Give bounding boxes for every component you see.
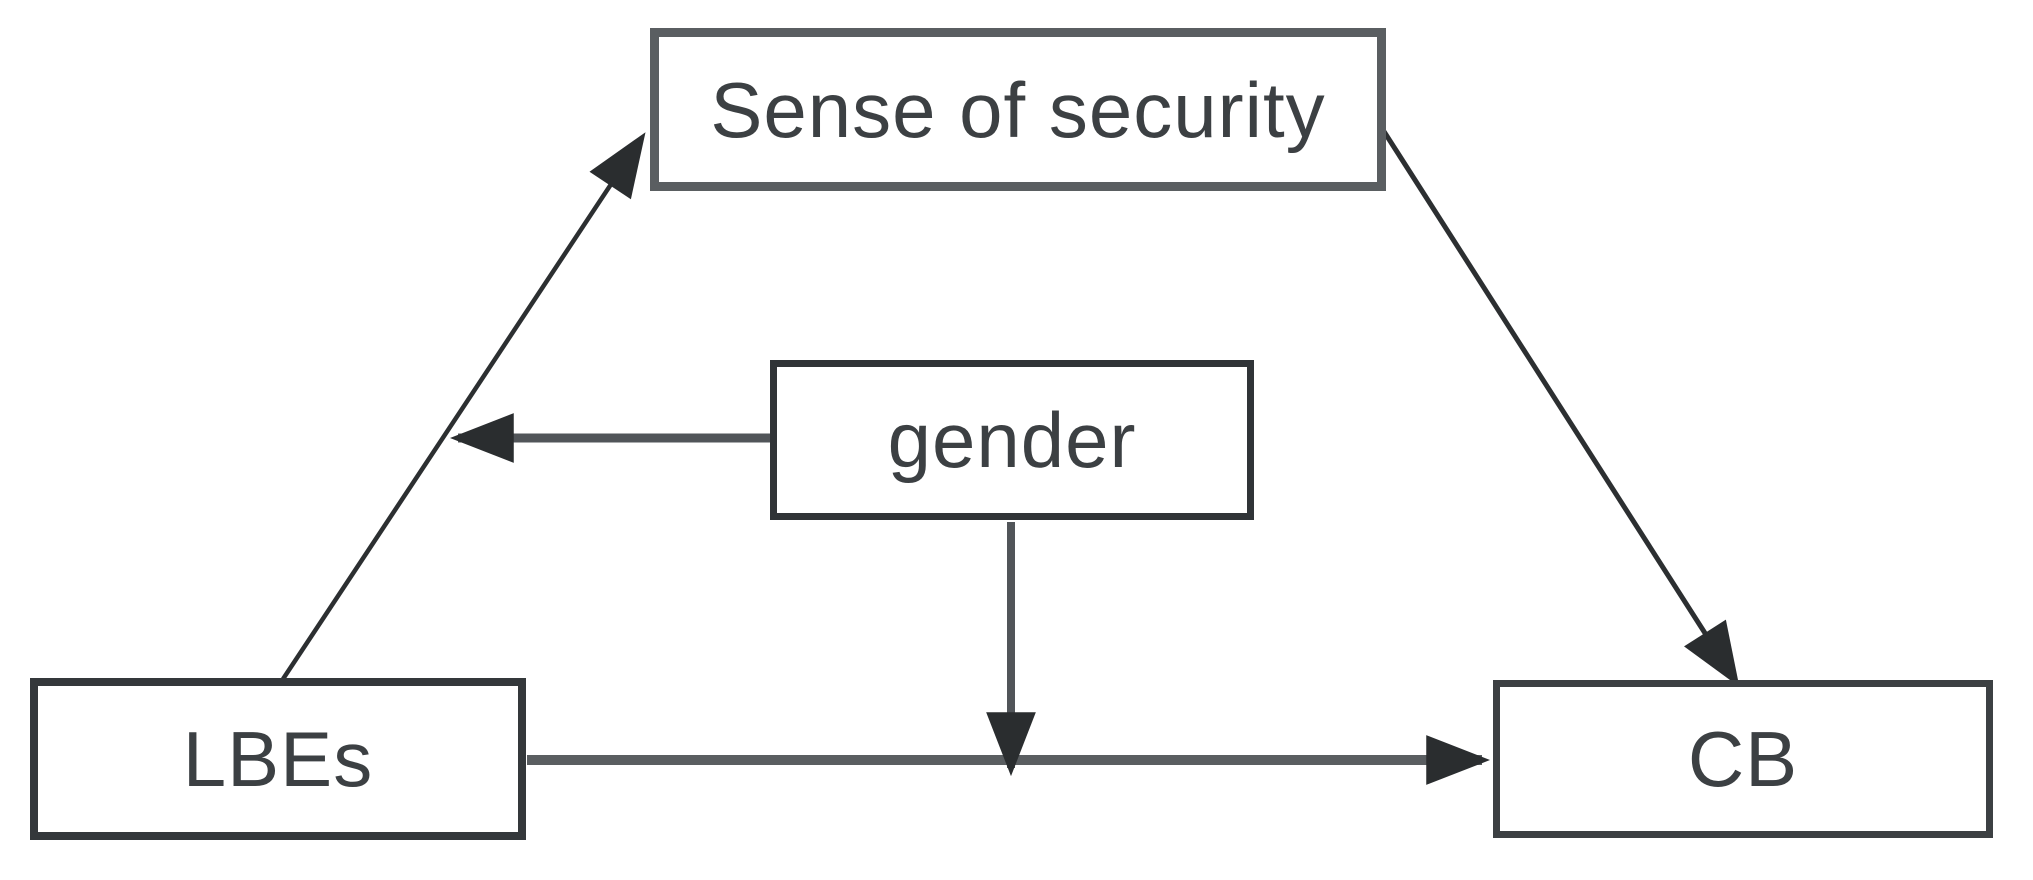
edge-sense-of-security-to-cb — [1373, 117, 1740, 687]
node-gender-label: gender — [887, 396, 1137, 484]
edge-lbes-to-sense-of-security — [281, 132, 646, 681]
node-sense-of-security: Sense of security — [650, 28, 1386, 191]
node-cb-label: CB — [1687, 715, 1799, 803]
node-lbes: LBEs — [30, 678, 526, 840]
node-sense-of-security-label: Sense of security — [710, 65, 1326, 154]
node-cb: CB — [1493, 680, 1993, 838]
node-lbes-label: LBEs — [182, 715, 374, 803]
node-gender: gender — [770, 360, 1254, 520]
